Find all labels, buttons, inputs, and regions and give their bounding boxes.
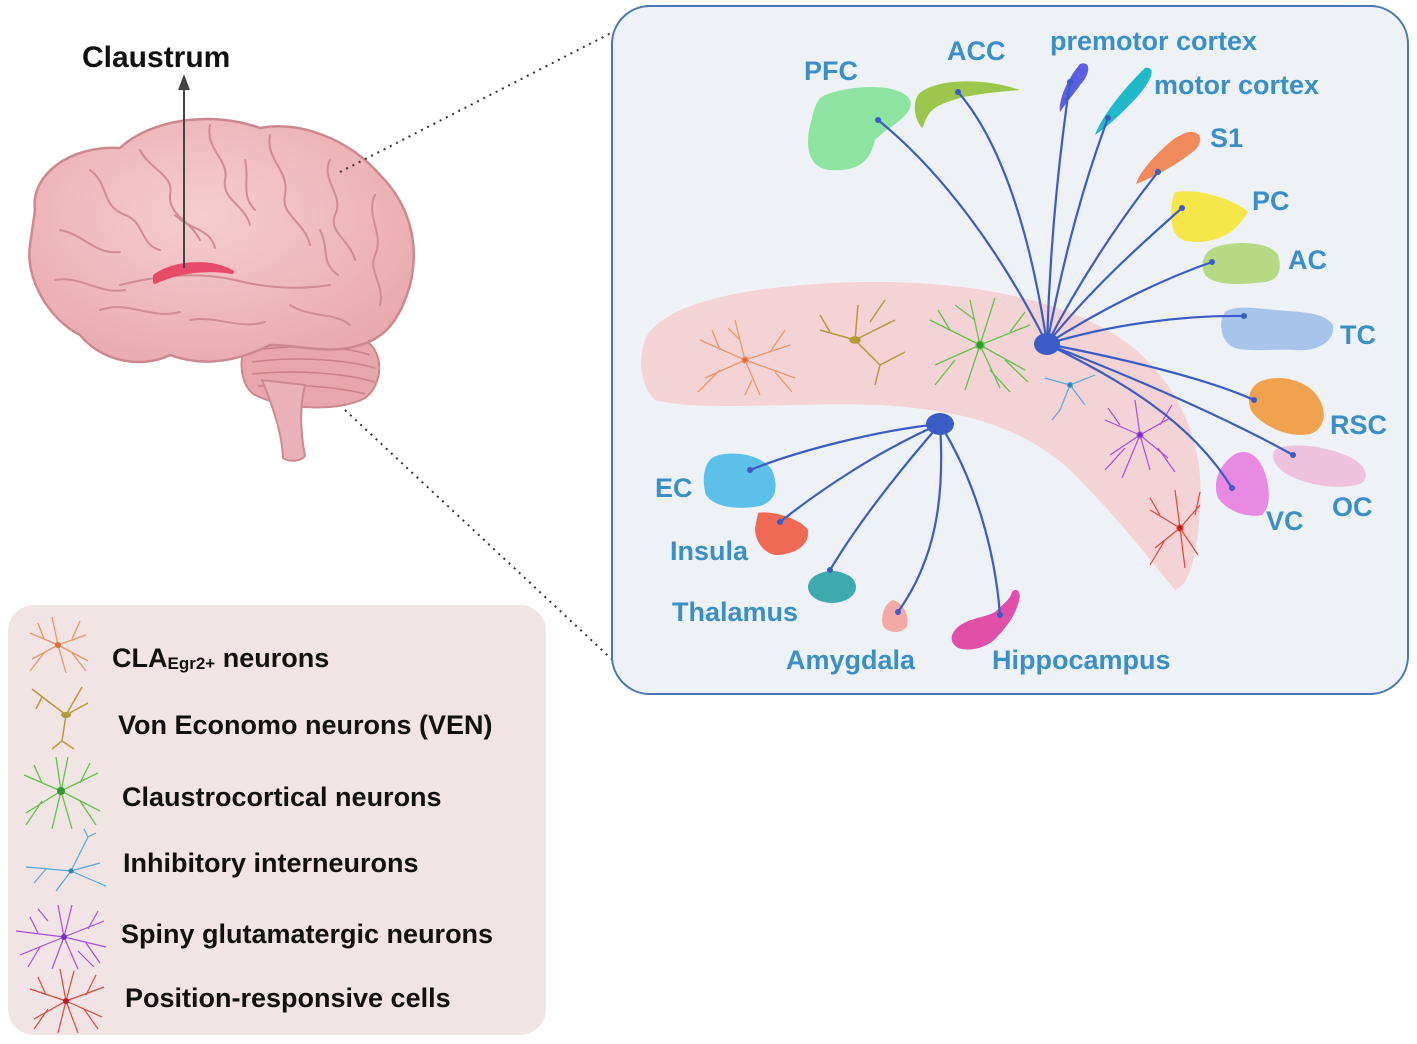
legend-label-cla-egr2: CLAEgr2+ neurons xyxy=(112,643,330,673)
label-rsc: RSC xyxy=(1330,410,1387,440)
ven-neuron-icon xyxy=(31,686,89,750)
legend-item-claustrocortical: Claustrocortical neurons xyxy=(8,753,546,830)
label-pc: PC xyxy=(1252,186,1290,216)
connection-pc xyxy=(1046,207,1183,345)
legend-label-spiny: Spiny glutamatergic neurons xyxy=(121,919,494,949)
label-thalamus: Thalamus xyxy=(672,597,798,627)
label-pfc: PFC xyxy=(804,56,858,86)
connection-motor xyxy=(1045,117,1110,345)
label-hippocampus: Hippocampus xyxy=(992,645,1171,675)
spiny-neuron-icon xyxy=(15,904,107,970)
neuron-claustrocortical xyxy=(929,297,1031,393)
label-amygdala: Amygdala xyxy=(786,645,916,675)
claustrocortical-neuron-icon xyxy=(23,756,101,830)
region-acc xyxy=(914,81,1020,128)
connection-acc xyxy=(957,91,1049,345)
brain-illustration xyxy=(28,74,415,462)
legend: CLAEgr2+ neurons Von Economo neurons (VE… xyxy=(8,605,546,1035)
legend-label-claustrocortical: Claustrocortical neurons xyxy=(122,782,442,812)
region-pc xyxy=(1171,191,1248,242)
legend-item-cla-egr2: CLAEgr2+ neurons xyxy=(8,613,546,674)
zoom-line-top xyxy=(339,11,653,173)
label-tc: TC xyxy=(1340,320,1376,350)
connection-thalamus xyxy=(829,423,941,571)
region-tc xyxy=(1221,307,1334,351)
connection-premotor xyxy=(1045,81,1072,345)
claustrum-highlight xyxy=(153,262,234,284)
label-premotor: premotor cortex xyxy=(1050,26,1257,56)
connection-hippocampus xyxy=(939,423,1002,616)
label-s1: S1 xyxy=(1210,123,1243,153)
label-acc: ACC xyxy=(947,36,1006,66)
label-ec: EC xyxy=(655,473,693,503)
connection-insula xyxy=(779,422,941,523)
region-vc xyxy=(1215,452,1269,516)
neuron-position xyxy=(1149,489,1201,569)
connection-amygdala xyxy=(897,423,943,613)
region-ac xyxy=(1202,243,1280,285)
legend-item-spiny: Spiny glutamatergic neurons xyxy=(8,901,546,970)
label-vc: VC xyxy=(1266,506,1304,536)
legend-item-position: Position-responsive cells xyxy=(8,967,546,1034)
claustrum-arrow-head xyxy=(178,74,190,90)
upper-hub xyxy=(1034,333,1060,355)
connection-s1 xyxy=(1046,171,1159,345)
label-motor: motor cortex xyxy=(1154,70,1319,100)
region-pfc xyxy=(807,86,911,171)
connection-ac xyxy=(1046,260,1213,345)
connection-ec xyxy=(749,422,941,472)
legend-item-inhibitory: Inhibitory interneurons xyxy=(8,827,546,892)
label-insula: Insula xyxy=(670,536,749,566)
neuron-inhibitory xyxy=(1044,374,1096,421)
region-oc xyxy=(1273,445,1366,487)
connection-vc xyxy=(1046,343,1233,489)
connection-tc xyxy=(1046,314,1245,346)
region-thalamus xyxy=(808,571,856,603)
region-hippocampus xyxy=(951,589,1020,650)
claustrum-label: Claustrum xyxy=(82,41,230,74)
label-oc: OC xyxy=(1332,492,1373,522)
connection-lines xyxy=(749,81,1294,616)
region-labels: PFC ACC premotor cortex motor cortex S1 … xyxy=(655,26,1387,675)
legend-label-ven: Von Economo neurons (VEN) xyxy=(118,710,493,740)
region-s1 xyxy=(1136,131,1201,184)
connection-oc xyxy=(1046,342,1294,456)
claustrum-body xyxy=(641,281,1201,590)
connection-rsc xyxy=(1046,342,1255,402)
connection-pfc xyxy=(877,119,1048,345)
connection-endpoints xyxy=(747,79,1296,618)
legend-item-ven: Von Economo neurons (VEN) xyxy=(8,681,546,750)
legend-label-position: Position-responsive cells xyxy=(125,983,451,1013)
position-neuron-icon xyxy=(29,968,105,1034)
lower-hub xyxy=(926,413,954,435)
inhibitory-neuron-icon xyxy=(25,828,106,892)
legend-label-inhibitory: Inhibitory interneurons xyxy=(123,848,419,878)
cerebrum xyxy=(28,117,415,364)
neuron-ven xyxy=(819,299,906,386)
brain-stem xyxy=(260,378,307,462)
region-rsc xyxy=(1248,378,1324,435)
cla-egr2-neuron-icon xyxy=(29,616,89,674)
neuron-cla-egr2 xyxy=(697,319,796,396)
region-insula xyxy=(755,512,809,555)
label-ac: AC xyxy=(1288,245,1327,275)
